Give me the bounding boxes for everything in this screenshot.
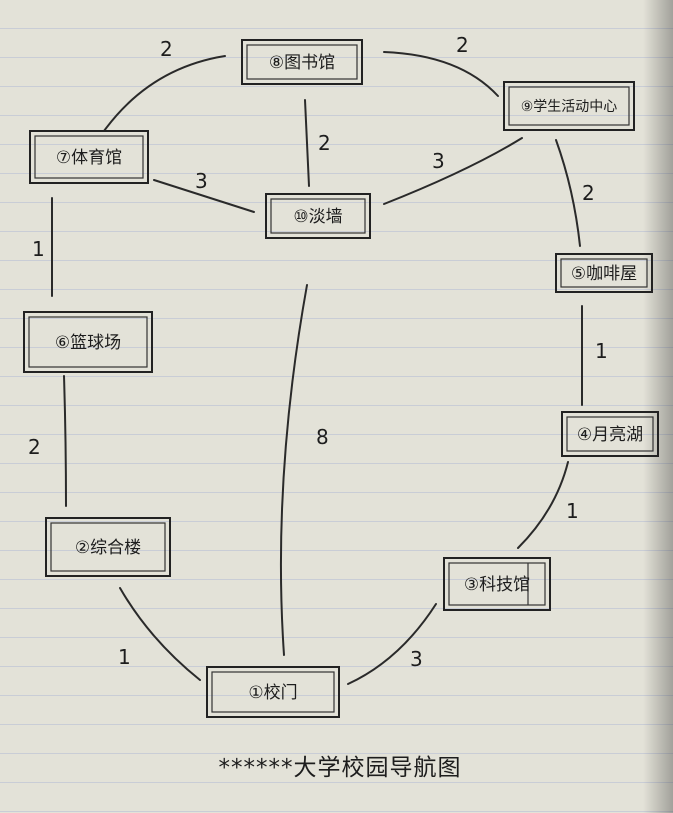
node-inner-box [246, 44, 358, 80]
node-label-n9: ⑨学生活动中心 [521, 99, 618, 115]
node-n2: ②综合楼 [45, 517, 171, 577]
node-box [555, 253, 653, 293]
node-inner-box [50, 522, 166, 572]
node-box [561, 411, 659, 457]
node-label-n6: ⑥篮球场 [55, 333, 121, 353]
node-box [29, 130, 149, 184]
edge-weight-n10-n9: 3 [432, 149, 445, 173]
node-box [443, 557, 551, 611]
edge-n2-n1 [119, 587, 201, 681]
edge-weight-n10-n1: 8 [316, 425, 329, 449]
edge-weight-n8-n9: 2 [456, 33, 469, 57]
node-label-n8: ⑧图书馆 [269, 53, 335, 73]
node-label-n10: ⑩淡墙 [293, 207, 342, 227]
edge-n10-n1 [279, 284, 308, 656]
edge-weight-n2-n1: 1 [118, 645, 131, 669]
edge-weight-n7-n6: 1 [32, 237, 45, 261]
node-n5: ⑤咖啡屋 [555, 253, 653, 293]
node-box [265, 193, 371, 239]
edge-weight-n1-n3: 3 [410, 647, 423, 671]
node-label-n3: ③科技馆 [464, 575, 530, 595]
edge-n6-n2 [63, 375, 67, 507]
node-box [45, 517, 171, 577]
node-inner-box [28, 316, 148, 368]
node-label-n5: ⑤咖啡屋 [571, 264, 637, 284]
edge-n4-n3 [517, 461, 569, 549]
node-inner-box [270, 198, 366, 234]
edge-weight-n7-n10: 3 [195, 169, 208, 193]
nodes-layer: ①校门 ②综合楼 ③科技馆 ④月亮湖 ⑤咖啡屋 ⑥篮球场 ⑦体育馆 ⑧图书馆 ⑨学生活动中心 ⑩淡… [23, 39, 659, 718]
node-inner-box [448, 562, 546, 606]
edge-weight-n7-n8: 2 [160, 37, 173, 61]
node-box [241, 39, 363, 85]
node-inner-box [211, 671, 335, 713]
node-n7: ⑦体育馆 [29, 130, 149, 184]
node-label-n2: ②综合楼 [75, 538, 141, 558]
node-label-n4: ④月亮湖 [577, 425, 643, 445]
node-box [23, 311, 153, 373]
node-box [206, 666, 340, 718]
node-inner-box [560, 258, 648, 288]
node-inner-box [34, 135, 144, 179]
node-n9: ⑨学生活动中心 [503, 81, 635, 131]
edge-weight-n9-n5: 2 [582, 181, 595, 205]
node-inner-box [566, 416, 654, 452]
node-label-n1: ①校门 [248, 683, 297, 703]
node-n4: ④月亮湖 [561, 411, 659, 457]
edge-n7-n10 [153, 179, 255, 213]
edge-weight-n4-n3: 1 [566, 499, 579, 523]
edge-weight-n8-n10: 2 [318, 131, 331, 155]
edges-layer: 2 2 2 3 3 2 1 1 2 8 1 1 3 [28, 33, 608, 685]
node-box [503, 81, 635, 131]
node-label-n7: ⑦体育馆 [56, 148, 122, 168]
diagram-title: ******大学校园导航图 [218, 755, 462, 781]
edge-weight-n5-n4: 1 [595, 339, 608, 363]
edge-n1-n3 [347, 603, 437, 685]
node-n3: ③科技馆 [443, 557, 551, 611]
edge-n9-n5 [555, 139, 581, 247]
node-n8: ⑧图书馆 [241, 39, 363, 85]
node-n1: ①校门 [206, 666, 340, 718]
edge-weight-n6-n2: 2 [28, 435, 41, 459]
edge-n10-n9 [383, 137, 523, 205]
edge-n8-n9 [383, 51, 499, 97]
node-n6: ⑥篮球场 [23, 311, 153, 373]
node-n10: ⑩淡墙 [265, 193, 371, 239]
edge-n8-n10 [304, 99, 310, 187]
edge-n7-n8 [103, 55, 226, 132]
node-inner-box [508, 86, 630, 126]
